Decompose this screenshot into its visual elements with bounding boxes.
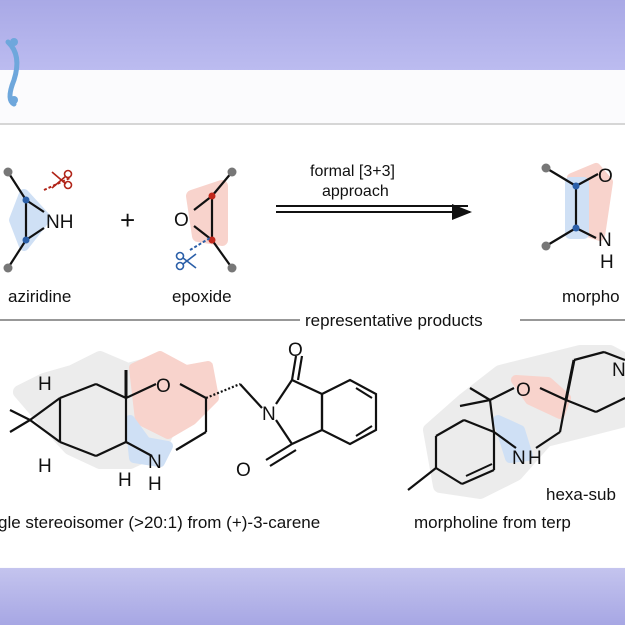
right-product-caption-line2: morpholine from terp	[414, 513, 571, 532]
nh-h-atom-right-product: H	[528, 448, 542, 469]
product-label: morpho	[562, 287, 620, 306]
aziridine-label: aziridine	[8, 287, 71, 306]
right-product-caption-line1: hexa-sub	[546, 485, 616, 504]
morpholine-o-atom: O	[598, 166, 613, 187]
top-decorative-band	[0, 0, 625, 72]
arrow-label-line1: formal [3+3]	[310, 163, 395, 180]
epoxide-o-atom: O	[174, 210, 189, 231]
morpholine-n-atom: N	[598, 230, 612, 251]
epoxide-label: epoxide	[172, 287, 232, 306]
aziridine-nh-atom: NH	[46, 212, 73, 233]
morpholine-product: O N H	[541, 163, 614, 273]
n-atom-right-product: N	[512, 448, 526, 469]
imide-o-atom-bottom: O	[236, 460, 251, 481]
section-title: representative products	[305, 311, 483, 330]
o-atom-left-product: O	[156, 376, 171, 397]
h-atom-top: H	[38, 374, 52, 395]
morpholine-h-atom: H	[600, 252, 614, 273]
h-atom-bottom: H	[38, 456, 52, 477]
piperidine-n-atom: N	[612, 360, 625, 381]
imide-o-atom-top: O	[288, 340, 303, 361]
imide-n-atom: N	[262, 404, 276, 425]
scissors-icon	[43, 169, 73, 191]
aziridine-molecule: NH	[3, 167, 73, 273]
scissors-icon	[175, 237, 211, 271]
arrow-label-line2: approach	[322, 183, 389, 200]
o-atom-right-product: O	[516, 380, 531, 401]
spiro-morpholine-product: O N H N	[407, 345, 625, 499]
bottom-decorative-band	[0, 568, 625, 625]
h-atom-ring: H	[118, 470, 132, 491]
epoxide-molecule: O	[174, 167, 237, 273]
figure-panel	[0, 123, 625, 567]
left-product-caption: gle stereoisomer (>20:1) from (+)-3-care…	[0, 513, 320, 532]
logo-icon	[5, 38, 20, 107]
carene-morpholine-product: H H H O N H N O O	[9, 340, 378, 495]
nh-h-atom-left-product: H	[148, 474, 162, 495]
n-atom-left-product: N	[148, 452, 162, 473]
plus-sign: +	[120, 205, 135, 235]
